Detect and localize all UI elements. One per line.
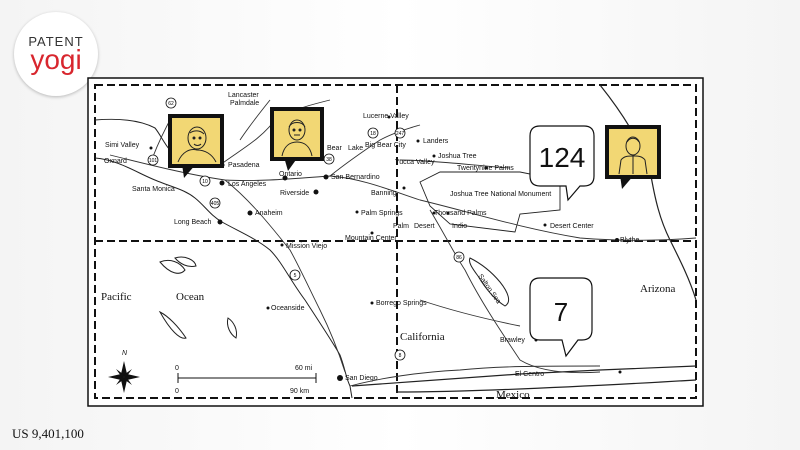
count-value: 124: [539, 142, 586, 173]
label-santa-monica: Santa Monica: [132, 186, 175, 193]
count-marker[interactable]: 7: [529, 277, 593, 358]
svg-text:86: 86: [456, 255, 462, 261]
scale-mi-zero: 0: [175, 365, 179, 372]
svg-text:405: 405: [211, 201, 220, 207]
count-value: 7: [554, 297, 568, 327]
label-ontario: Ontario: [279, 171, 302, 178]
label-blythe: Blythe: [620, 237, 640, 244]
label-indio: Indio: [452, 223, 467, 230]
label-yucca-valley: Yucca Valley: [395, 159, 435, 166]
svg-text:10: 10: [202, 179, 208, 185]
label-pasadena: Pasadena: [228, 162, 260, 169]
highway-shield-5: 5: [289, 269, 301, 281]
highway-shield-101: 101: [147, 154, 159, 166]
salton-sea: [469, 257, 510, 307]
label-thousand-palms: Thousand Palms: [434, 210, 487, 217]
highway-shield-18: 18: [367, 127, 379, 139]
svg-text:247: 247: [396, 131, 405, 137]
count-marker[interactable]: 124: [529, 125, 595, 202]
logo-text-yogi: yogi: [30, 44, 82, 75]
label-lancaster: Lancaster: [228, 92, 259, 99]
compass-rose-icon: N: [108, 350, 140, 393]
label-long-beach: Long Beach: [174, 219, 211, 226]
label-anaheim: Anaheim: [255, 210, 283, 217]
label-lake: Lake: [348, 145, 363, 152]
scale-bar: 0 60 mi 0 90 km: [175, 365, 317, 395]
label-desert-center: Desert Center: [550, 223, 594, 230]
label-twentynine-palms: Twentynine Palms: [457, 165, 514, 172]
scale-km-value: 90 km: [290, 388, 309, 395]
label-el-centro: El Centro: [515, 371, 544, 378]
avatar-marker[interactable]: [270, 107, 324, 171]
avatar-marker[interactable]: [168, 114, 224, 178]
coastline: [94, 118, 353, 399]
svg-text:18: 18: [370, 131, 376, 137]
patent-number: US 9,401,100: [12, 426, 84, 441]
compass-north-label: N: [122, 350, 128, 357]
svg-text:62: 62: [168, 101, 174, 107]
label-landers: Landers: [423, 138, 449, 145]
highway-shield-86: 86: [453, 251, 465, 263]
label-oceanside: Oceanside: [271, 305, 305, 312]
label-mission-viejo: Mission Viejo: [286, 243, 327, 250]
label-desert: Desert: [414, 223, 435, 230]
highway-shield-247: 247: [394, 127, 406, 139]
label-lucerne-valley: Lucerne Valley: [363, 113, 409, 120]
highway-shield-38: 38: [323, 153, 335, 165]
person-sketch-icon: [618, 136, 648, 175]
label-ocean: Ocean: [176, 291, 205, 303]
label-mexico: Mexico: [496, 389, 530, 401]
label-san-bernardino: San Bernardino: [331, 174, 380, 181]
roads: [109, 99, 697, 387]
label-banning: Banning: [371, 190, 397, 197]
scale-km-zero: 0: [175, 388, 179, 395]
label-jt-monument: Joshua Tree National Monument: [450, 191, 551, 198]
person-sketch-icon: [281, 119, 313, 157]
label-san-diego: San Diego: [345, 375, 378, 382]
joshua-tree-monument-outline: [419, 171, 561, 233]
highway-shield-8: 8: [394, 349, 406, 361]
avatar-marker[interactable]: [605, 125, 661, 189]
label-palmdale: Palmdale: [230, 100, 259, 107]
label-palm: Palm: [393, 223, 409, 230]
label-borrego-springs: Borrego Springs: [376, 300, 427, 307]
label-arizona: Arizona: [640, 283, 676, 295]
label-palm-springs: Palm Springs: [361, 210, 403, 217]
svg-text:38: 38: [326, 157, 332, 163]
channel-islands: [158, 256, 237, 339]
label-california: California: [400, 331, 445, 343]
svg-text:8: 8: [399, 353, 402, 359]
label-simi-valley: Simi Valley: [105, 142, 140, 149]
logo-text-patent: PATENT: [28, 34, 84, 49]
highway-shield-10: 10: [199, 175, 211, 187]
highway-shield-62: 62: [165, 97, 177, 109]
label-brawley: Brawley: [500, 337, 525, 344]
label-big-bear-city: Big Bear City: [365, 142, 406, 149]
label-joshua-tree: Joshua Tree: [438, 153, 477, 160]
city-labels: Lancaster Palmdale Simi Valley Oxnard Pa…: [104, 92, 640, 382]
label-mountain-center: Mountain Center: [345, 235, 397, 242]
label-los-angeles: Los Angeles: [228, 181, 267, 188]
svg-text:101: 101: [149, 158, 158, 164]
label-pacific: Pacific: [101, 291, 132, 303]
patentyogi-logo: PATENT yogi: [14, 12, 98, 96]
label-bear: Bear: [327, 145, 342, 152]
label-oxnard: Oxnard: [104, 158, 127, 165]
person-sketch-icon: [177, 126, 217, 163]
highway-shield-405: 405: [209, 197, 221, 209]
svg-text:5: 5: [294, 273, 297, 279]
scale-mi-value: 60 mi: [295, 365, 313, 372]
label-riverside: Riverside: [280, 190, 309, 197]
